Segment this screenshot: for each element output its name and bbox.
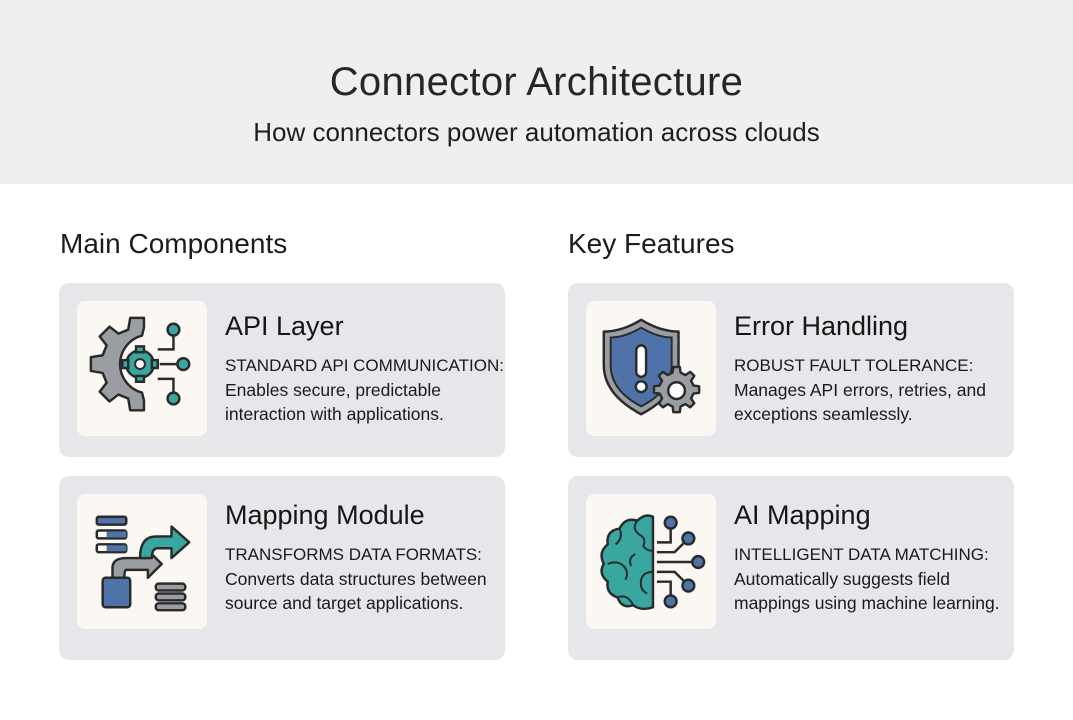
card-text: AI Mapping INTELLIGENT DATA MATCHING: Au…	[734, 500, 1006, 615]
card-text: Error Handling ROBUST FAULT TOLERANCE: M…	[734, 311, 1006, 426]
page-subtitle: How connectors power automation across c…	[253, 117, 820, 147]
shield-alert-gear-icon	[602, 318, 701, 415]
card-ai-mapping: AI Mapping INTELLIGENT DATA MATCHING: Au…	[568, 476, 1014, 660]
icon-box	[77, 301, 207, 436]
page-title: Connector Architecture	[329, 60, 744, 104]
card-mapping-module: Mapping Module TRANSFORMS DATA FORMATS: …	[59, 476, 505, 660]
card-description: Converts data structures between source …	[225, 569, 487, 613]
card-description: Automatically suggests field mappings us…	[734, 569, 1000, 613]
icon-box	[586, 494, 716, 629]
gear-circuit-icon	[89, 316, 191, 412]
card-description: Manages API errors, retries, and excepti…	[734, 380, 986, 424]
card-description: Enables secure, predictable interaction …	[225, 380, 444, 424]
card-lead: TRANSFORMS DATA FORMATS:	[225, 545, 482, 564]
card-title: Mapping Module	[225, 500, 425, 530]
card-title: Error Handling	[734, 311, 909, 341]
card-error-handling: Error Handling ROBUST FAULT TOLERANCE: M…	[568, 283, 1014, 457]
card-title: AI Mapping	[734, 500, 871, 530]
section-title-main-components: Main Components	[60, 228, 288, 259]
card-text: Mapping Module TRANSFORMS DATA FORMATS: …	[225, 500, 497, 615]
card-text: API Layer STANDARD API COMMUNICATION: En…	[225, 311, 504, 426]
data-transform-icon	[95, 515, 191, 611]
icon-box	[77, 494, 207, 629]
card-title: API Layer	[225, 311, 344, 341]
card-lead: STANDARD API COMMUNICATION:	[225, 356, 504, 375]
card-api-layer: API Layer STANDARD API COMMUNICATION: En…	[59, 283, 505, 457]
section-title-key-features: Key Features	[568, 228, 735, 259]
card-lead: ROBUST FAULT TOLERANCE:	[734, 356, 974, 375]
card-lead: INTELLIGENT DATA MATCHING:	[734, 545, 989, 564]
header: Connector Architecture How connectors po…	[0, 0, 1073, 184]
icon-box	[586, 301, 716, 436]
brain-circuit-icon	[600, 513, 706, 610]
